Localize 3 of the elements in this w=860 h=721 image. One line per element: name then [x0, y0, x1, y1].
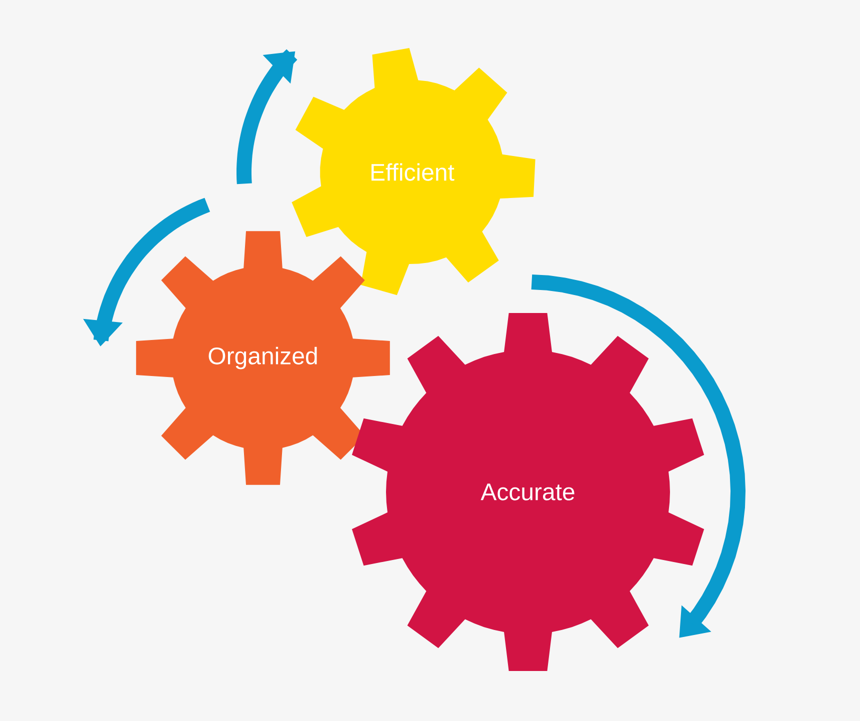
- gear: Organized: [136, 231, 390, 485]
- gear: Accurate: [352, 313, 704, 671]
- gear: Efficient: [292, 48, 536, 296]
